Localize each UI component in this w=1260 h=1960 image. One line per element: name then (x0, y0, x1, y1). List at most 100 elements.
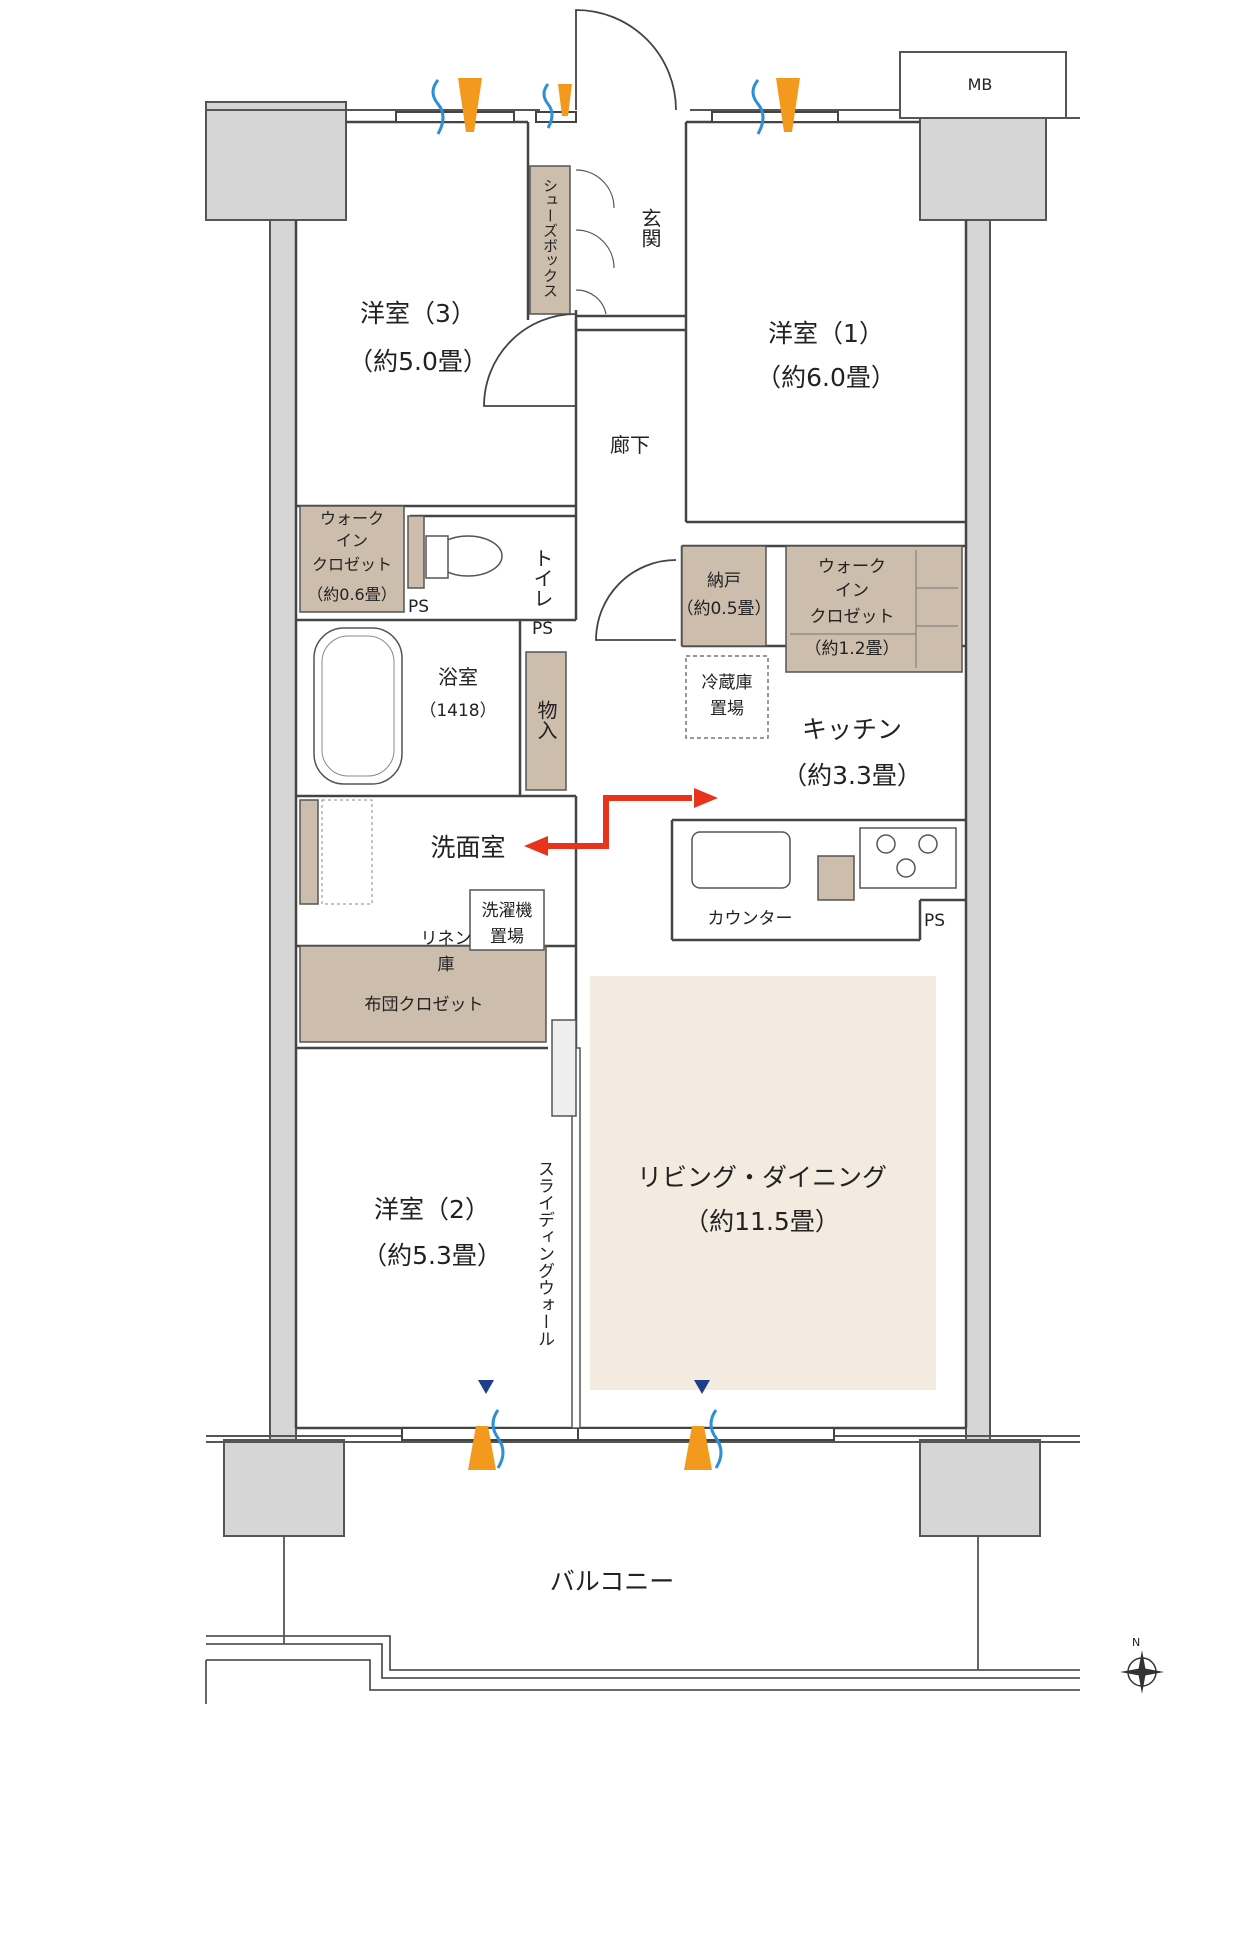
column-bottom-left (223, 1439, 345, 1537)
kitchen-name: キッチン (802, 715, 902, 744)
wind-orange-3 (776, 78, 800, 132)
futon-closet (299, 945, 547, 1043)
ps-label-corridor: PS (532, 619, 553, 639)
entrance-door (575, 9, 677, 111)
outer-walls (205, 101, 1047, 1537)
wic-small (299, 505, 405, 613)
bedroom3-name: 洋室（3） (360, 299, 476, 328)
bedroom2-size: （約5.3畳） (362, 1241, 502, 1270)
corridor-label: 廊下 (610, 433, 650, 457)
burner-1 (876, 834, 896, 854)
shoe-box-doors (575, 169, 615, 315)
living-size: （約11.5畳） (684, 1207, 840, 1236)
sliding-wall-label: スライディングウォール (534, 1160, 554, 1347)
wind-blue-1 (431, 79, 445, 135)
balcony-rail-low (206, 1659, 1080, 1691)
north-compass: N (1120, 1636, 1164, 1694)
wic-large (785, 545, 963, 673)
bathtub-inner (321, 635, 395, 777)
room-labels: 洋室（3） （約5.0畳） 洋室（1） （約6.0畳） 玄関 廊下 トイレ 浴室… (307, 208, 922, 1596)
kitchen-sink (691, 831, 791, 889)
wic-small-line3: クロゼット (312, 555, 392, 574)
fixture-labels: シューズボックス 物入 冷蔵庫 置場 洗濯機 置場 リネン 庫 布団クロゼット … (365, 178, 946, 1347)
window-bedroom3 (395, 111, 515, 123)
storage-cabinet (525, 651, 567, 791)
burner-3 (896, 858, 916, 878)
column-bottom-right (919, 1439, 1041, 1537)
bedroom3-size: （約5.0畳） (348, 347, 488, 376)
entrance-label: 玄関 (638, 208, 662, 248)
sliding-wall-pocket (551, 1019, 577, 1117)
ps-label-wic: PS (408, 597, 429, 617)
wic-large-size: （約1.2畳） (804, 639, 899, 659)
balcony-rail-inner (206, 1643, 1080, 1679)
washer-space (469, 889, 545, 951)
storage-label: 物入 (534, 700, 558, 740)
compass-north-label: N (1132, 1636, 1140, 1649)
toilet-tank (425, 535, 449, 579)
wic-large-inner (790, 550, 958, 668)
futon-closet-label: 布団クロゼット (365, 995, 484, 1015)
kitchen-size: （約3.3畳） (782, 761, 922, 790)
wind-blue-3 (751, 79, 765, 135)
wic-small-size: （約0.6畳） (307, 585, 396, 604)
wall-right (965, 119, 991, 1441)
mb-box: MB (899, 51, 1067, 119)
bathroom-size: （1418） (419, 701, 496, 721)
balcony-label: バルコニー (550, 1567, 675, 1596)
toilet-cabinet (407, 515, 425, 589)
washer-line1: 洗濯機 (482, 901, 533, 921)
linen-line2: 庫 (438, 955, 455, 975)
shoe-door-3 (575, 289, 607, 315)
circulation-path (546, 795, 692, 849)
window-bedroom1 (711, 111, 839, 123)
shoe-box-label: シューズボックス (541, 178, 559, 298)
toilet-label: トイレ (530, 548, 554, 608)
shoe-box (529, 165, 571, 315)
bathtub (313, 627, 403, 785)
wall-left (269, 119, 297, 1441)
storeroom-size: （約0.5畳） (676, 599, 771, 619)
shoe-door-1 (575, 169, 615, 209)
arrow-head-right (694, 788, 718, 808)
window-entrance (535, 111, 577, 123)
wind-blue-5 (709, 1409, 723, 1469)
storeroom-box (681, 545, 767, 647)
bedroom3-door (483, 313, 577, 407)
wind-blue-2 (542, 83, 554, 129)
bedroom1-size: （約6.0畳） (756, 363, 896, 392)
washer-line2: 置場 (490, 927, 524, 947)
arrow-head-left (524, 836, 548, 856)
kitchen-small-cabinet (817, 855, 855, 901)
wind-marks (431, 78, 800, 1470)
balcony (205, 1536, 1080, 1704)
column-top-left (205, 101, 347, 221)
linen-line1: リネン (421, 929, 472, 949)
windows (395, 111, 839, 1441)
wash-vanity (299, 799, 319, 905)
fridge-space (685, 655, 769, 739)
wind-blue-4 (491, 1409, 505, 1469)
column-top-right (919, 101, 1047, 221)
bedroom2-name: 洋室（2） (374, 1195, 490, 1224)
washroom-label: 洗面室 (430, 833, 505, 862)
living-floor (590, 976, 936, 1390)
marker-triangle-2 (694, 1380, 710, 1394)
marker-triangle-1 (478, 1380, 494, 1394)
circulation-arrow (524, 788, 718, 856)
wind-orange-4 (468, 1426, 496, 1470)
bedroom1-name: 洋室（1） (768, 319, 884, 348)
fridge-line1: 冷蔵庫 (702, 673, 753, 693)
cooktop (859, 827, 957, 889)
fridge-line2: 置場 (710, 699, 744, 719)
wic-small-line1: ウォーク (320, 509, 384, 528)
wic-large-line3: クロゼット (810, 607, 895, 627)
storeroom-name: 納戸 (707, 571, 741, 591)
wic-small-line2: イン (336, 531, 368, 550)
doors (483, 9, 677, 1100)
wind-orange-1 (458, 78, 482, 132)
compass-star-ew (1120, 1668, 1164, 1676)
corridor-door (595, 559, 677, 641)
wic-large-line2: イン (835, 581, 869, 601)
